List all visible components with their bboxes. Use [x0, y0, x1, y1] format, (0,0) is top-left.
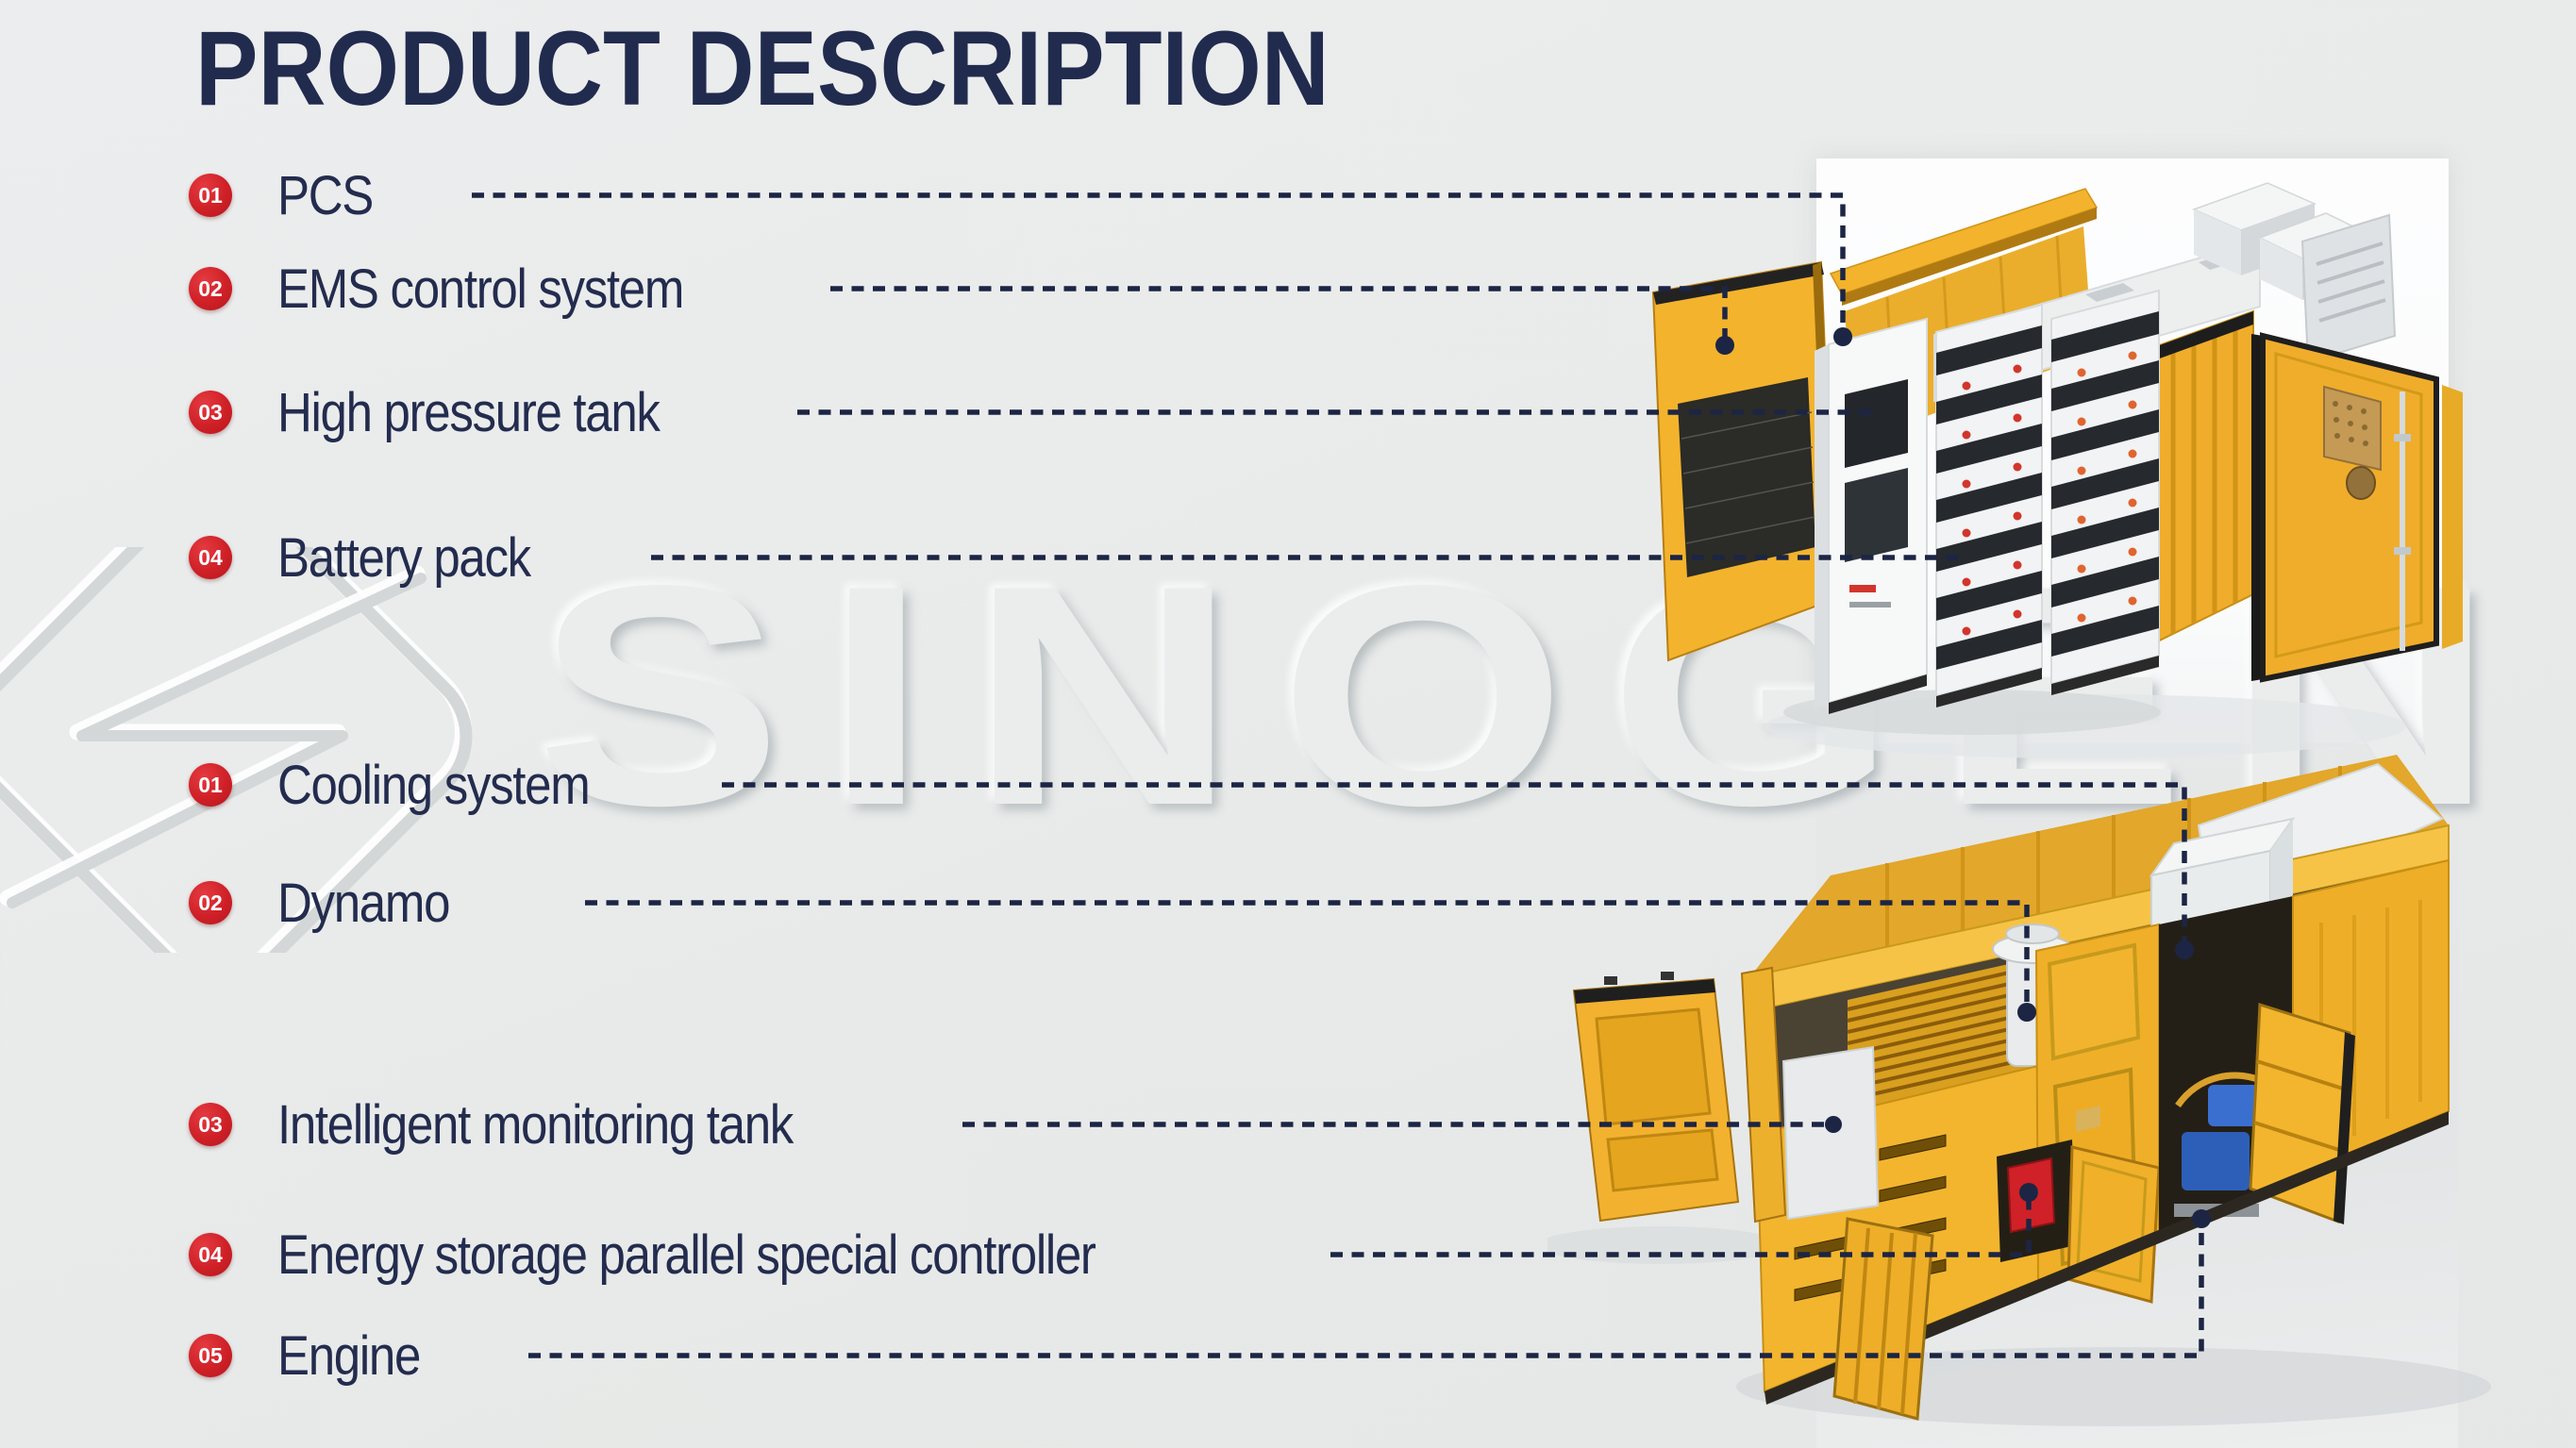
sinogen-logo-icon	[0, 547, 473, 953]
callout-label: Intelligent monitoring tank	[277, 1093, 794, 1156]
callout-row-cooling-system: 01 Cooling system	[189, 755, 631, 816]
callout-row-pcs: 01 PCS	[189, 165, 386, 226]
callout-label: Cooling system	[277, 754, 591, 816]
callout-label: PCS	[277, 164, 374, 226]
leader-pcs-dot	[1833, 327, 1852, 346]
leader-cooling-system	[722, 782, 2187, 941]
open-end-door	[2251, 332, 2439, 683]
callout-number-badge: 03	[189, 391, 232, 434]
generator-container-illustration	[1547, 755, 2491, 1426]
callout-number-badge: 04	[189, 536, 232, 579]
leader-controller	[1330, 1200, 2032, 1257]
callout-row-monitoring-tank: 03 Intelligent monitoring tank	[189, 1094, 862, 1156]
leader-engine-dot	[2192, 1209, 2211, 1228]
callout-number-badge: 01	[189, 174, 232, 217]
callout-row-battery-pack: 04 Battery pack	[189, 527, 564, 589]
end-wall-panel	[1781, 1045, 1880, 1221]
page-title: PRODUCT DESCRIPTION	[195, 9, 1330, 127]
callout-row-ems: 02 EMS control system	[189, 258, 739, 320]
battery-rack	[2050, 289, 2160, 695]
leader-monitoring-dot	[1825, 1116, 1842, 1133]
callout-label: Battery pack	[277, 526, 531, 589]
callout-label: High pressure tank	[277, 381, 661, 443]
open-mesh-door	[1651, 260, 1837, 662]
callout-number-badge: 04	[189, 1233, 232, 1276]
leader-ems-dot	[1715, 336, 1734, 355]
callout-row-high-pressure-tank: 03 High pressure tank	[189, 382, 711, 443]
battery-rack	[1935, 303, 2043, 707]
callout-row-dynamo: 02 Dynamo	[189, 873, 473, 934]
pcs-cabinet	[1815, 317, 1928, 714]
callout-number-badge: 05	[189, 1334, 232, 1377]
callout-number-badge: 01	[189, 763, 232, 807]
callout-row-controller: 04 Energy storage parallel special contr…	[189, 1224, 1207, 1286]
leader-pcs	[472, 192, 1846, 330]
leader-cooling-dot	[2175, 940, 2194, 959]
callout-label: Engine	[277, 1324, 421, 1387]
callout-number-badge: 02	[189, 267, 232, 310]
leader-controller-dot	[2019, 1183, 2038, 1202]
callout-label: Energy storage parallel special controll…	[277, 1223, 1096, 1286]
leader-dynamo	[585, 900, 2030, 1004]
callout-label: Dynamo	[277, 872, 450, 934]
leader-engine	[528, 1226, 2204, 1358]
leader-ems	[830, 286, 1728, 338]
leader-dynamo-dot	[2017, 1003, 2036, 1022]
callout-number-badge: 03	[189, 1103, 232, 1146]
callout-label: EMS control system	[277, 258, 684, 320]
open-front-door-lower	[1832, 1217, 1934, 1421]
battery-storage-container-illustration	[1651, 182, 2463, 758]
open-end-door-left	[1572, 972, 1740, 1223]
callout-row-engine: 05 Engine	[189, 1325, 440, 1387]
callout-number-badge: 02	[189, 881, 232, 924]
